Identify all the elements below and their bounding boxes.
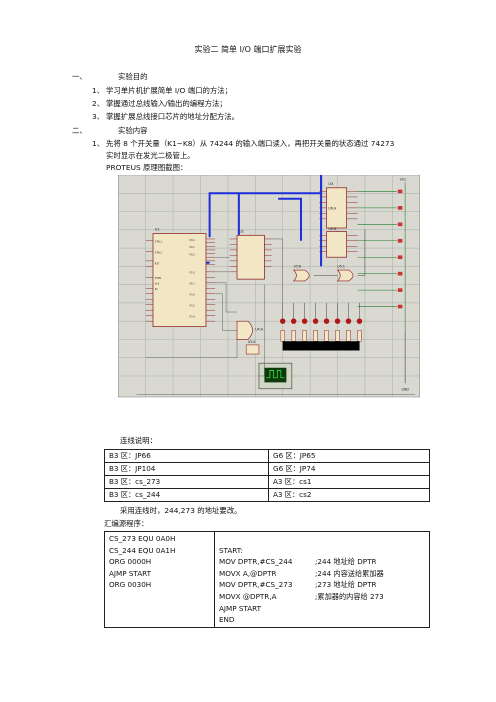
ic-u3-label: U3 (328, 182, 334, 186)
table-row: B3 区：JP66 G6 区：JP65 (104, 449, 430, 463)
content-paragraph-cont: 实时显示在发光二极管上。 (106, 151, 195, 160)
ic-u5b-label: U5:B (294, 264, 301, 268)
code-line: MOVX @DPTR,A;累加器的内容给 273 (219, 591, 384, 601)
code-line: CS_244 EQU 0A1H (109, 545, 176, 555)
vcc-label: VCC (400, 177, 408, 181)
svg-text:P3.4: P3.4 (190, 316, 196, 319)
svg-text:RST: RST (155, 263, 160, 266)
svg-text:P0.1: P0.1 (190, 246, 196, 249)
code-line: CS_273 EQU 0A0H (109, 534, 176, 543)
svg-text:P3.2: P3.2 (190, 305, 196, 308)
asm-right-cell: START: MOV DPTR,#CS_244;244 地址给 DPTR MOV… (214, 531, 430, 628)
table-row: B3 区：cs_244 A3 区：cs2 (104, 488, 430, 502)
table-row: B3 区：JP104 G6 区：JP74 (104, 462, 430, 476)
goal-item: 3、掌握扩展总线接口芯片的地址分配方法。 (92, 112, 240, 121)
ic-u6a-label: U6:A (328, 207, 337, 211)
svg-text:XTAL1: XTAL1 (155, 241, 163, 244)
section-heading-purpose: 一、实验目的 (72, 72, 148, 81)
code-line: ORG 0000H (109, 557, 152, 567)
schematic-caption: PROTEUS 原理图截图： (106, 163, 188, 172)
ic-u2-label: U2 (239, 230, 244, 234)
svg-text:XTAL2: XTAL2 (155, 252, 163, 255)
section-heading-content: 二、实验内容 (72, 126, 148, 135)
page-title: 实验二 简单 I/O 端口扩展实验 (194, 45, 302, 54)
wiring-label: 连线说明： (120, 436, 157, 445)
wiring-table: B3 区：JP66 G6 区：JP65 B3 区：JP104 G6 区：JP74… (104, 449, 430, 502)
ic-u6b-label: U6:B (328, 227, 337, 231)
svg-text:P2.0: P2.0 (190, 272, 196, 275)
asm-label: 汇编源程序： (104, 519, 149, 528)
wiring-note: 采用连线时，244,273 的地址要改。 (120, 506, 242, 515)
ic-u5a-label: U5:A (248, 340, 256, 344)
svg-text:ALE: ALE (155, 283, 160, 286)
asm-code-table: CS_273 EQU 0A0H CS_244 EQU 0A1H ORG 0000… (104, 531, 430, 628)
svg-text:P0.0: P0.0 (190, 239, 196, 242)
table-row: B3 区：cs_273 A3 区：cs1 (104, 475, 430, 489)
svg-text:PSEN: PSEN (155, 277, 161, 280)
svg-text:P3.0: P3.0 (190, 294, 196, 297)
gnd-label: GND (401, 388, 409, 392)
asm-left-cell: CS_273 EQU 0A0H CS_244 EQU 0A1H ORG 0000… (104, 531, 215, 628)
goal-item: 1、学习单片机扩展简单 I/O 端口的方法； (92, 86, 233, 95)
code-line: AJMP START (219, 603, 262, 613)
svg-text:P0.2: P0.2 (190, 253, 196, 256)
content-paragraph: 1、先将 8 个开关量（K1~K8）从 74244 的输入端口读入，再把开关量的… (92, 139, 395, 148)
goal-item: 2、掌握通过总线输入/输出的编程方法； (92, 99, 227, 108)
code-line: ORG 0030H (109, 580, 152, 590)
svg-text:EA: EA (155, 288, 158, 291)
code-line (219, 533, 425, 545)
svg-text:P2.1: P2.1 (190, 283, 196, 286)
code-line: MOV DPTR,#CS_273;273 地址给 DPTR (219, 580, 377, 590)
code-line: START: (219, 545, 243, 555)
ic-u1-label: U1 (155, 228, 160, 232)
ic-u5c-label: U5:C (338, 264, 345, 268)
ic-u4a-label: U4:A (255, 327, 264, 331)
code-line: MOV DPTR,#CS_244;244 地址给 DPTR (219, 557, 377, 567)
code-line: END (219, 615, 235, 625)
code-line: MOVX A,@DPTR;244 内容送给累加器 (219, 568, 384, 578)
code-line: AJMP START (109, 568, 152, 578)
